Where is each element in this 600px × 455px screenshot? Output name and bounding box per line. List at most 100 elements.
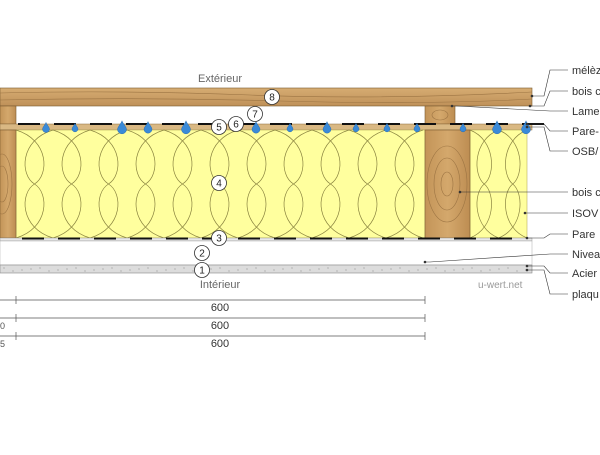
droplet <box>413 122 421 133</box>
leader-line <box>425 253 568 263</box>
plaster-dot <box>120 270 122 272</box>
watermark: u-wert.net <box>478 280 523 291</box>
plaster-dot <box>246 268 248 270</box>
batt-curve <box>237 129 276 239</box>
batt-curve <box>52 129 91 239</box>
membrane-dash <box>450 123 472 125</box>
leader-line <box>527 269 568 295</box>
plaster-dot <box>93 269 95 271</box>
svg-text:7: 7 <box>252 110 258 121</box>
svg-text:4: 4 <box>216 179 222 190</box>
batt-curve <box>311 129 350 239</box>
callout-4: 4 <box>211 175 227 191</box>
plaster-dot <box>345 269 347 271</box>
plaster-dot <box>516 270 518 272</box>
membrane-dash <box>270 123 292 125</box>
plaster-dot <box>210 268 212 270</box>
plaster-dot <box>111 267 113 269</box>
leader-dot <box>423 260 427 264</box>
timber-stud-right <box>424 129 471 239</box>
svg-text:5: 5 <box>216 123 222 134</box>
batt-curve <box>274 129 313 239</box>
batt-curve <box>89 129 128 239</box>
plaster-dot <box>228 270 230 272</box>
legend-item: plaqu <box>572 289 599 301</box>
legend-item: bois c <box>572 187 600 199</box>
droplet <box>42 121 50 133</box>
callout-3: 3 <box>211 230 227 246</box>
membrane-dash <box>126 123 148 125</box>
leader-dot <box>450 104 454 108</box>
leader-dot <box>525 268 529 272</box>
legend-leaders <box>423 69 568 295</box>
membrane-dash <box>342 123 364 125</box>
legend-item: Acier <box>572 268 597 280</box>
membrane-dash <box>94 237 116 240</box>
leader-dot <box>525 236 529 240</box>
plaster-dot <box>453 269 455 271</box>
callout-6: 6 <box>228 116 244 132</box>
plaster-dot <box>471 267 473 269</box>
plaster-dot <box>273 269 275 271</box>
leader-dot <box>458 190 462 194</box>
membrane-dash <box>382 237 404 240</box>
plaster-dot <box>354 268 356 270</box>
membrane-dash <box>378 123 400 125</box>
svg-text:0: 0 <box>0 321 5 331</box>
membrane-dash <box>238 237 260 240</box>
leader-dot <box>523 211 527 215</box>
svg-text:600: 600 <box>211 302 229 314</box>
plaster-dot <box>219 267 221 269</box>
plaster-dot <box>30 268 32 270</box>
membrane-dash <box>58 237 80 240</box>
membrane-dash <box>18 123 40 125</box>
membrane-dash <box>274 237 296 240</box>
plaster-dot <box>102 268 104 270</box>
membrane-dashes-top <box>18 123 544 125</box>
batt-curve <box>348 129 387 239</box>
plaster-dot <box>291 267 293 269</box>
callout-7: 7 <box>247 106 263 122</box>
droplet <box>251 120 261 134</box>
membrane-dash <box>490 237 512 240</box>
legend-item: mélèz <box>572 65 600 77</box>
callout-1: 1 <box>194 262 210 278</box>
plaster-dot <box>39 267 41 269</box>
interior-label: Intérieur <box>200 279 241 291</box>
callout-2: 2 <box>194 245 210 261</box>
plaster-dot <box>48 270 50 272</box>
plaster-dot <box>21 269 23 271</box>
plaster-dot <box>372 270 374 272</box>
droplet <box>117 120 127 135</box>
plaster-dot <box>12 270 14 272</box>
leader-line <box>527 126 568 152</box>
condensation-droplets <box>42 120 531 135</box>
plasterboard <box>0 264 533 274</box>
plaster-dot <box>264 270 266 272</box>
legend-item: Nivea <box>572 249 600 261</box>
plaster-dot <box>138 268 140 270</box>
membrane-dash <box>166 237 188 240</box>
leader-line <box>527 123 568 132</box>
insulation-field-right <box>469 129 528 239</box>
plaster-dot <box>129 269 131 271</box>
membrane-dash <box>162 123 184 125</box>
batt-curve <box>126 129 165 239</box>
plaster-dot <box>444 270 446 272</box>
membrane-dash <box>414 123 436 125</box>
plaster-dot <box>399 267 401 269</box>
membrane-dash <box>418 237 440 240</box>
leader-dot <box>525 125 529 129</box>
legend-item: OSB/ <box>572 146 599 158</box>
leader-line <box>527 265 568 274</box>
membrane-dash <box>198 123 220 125</box>
svg-text:3: 3 <box>216 234 222 245</box>
legend-item: Pare <box>572 229 595 241</box>
